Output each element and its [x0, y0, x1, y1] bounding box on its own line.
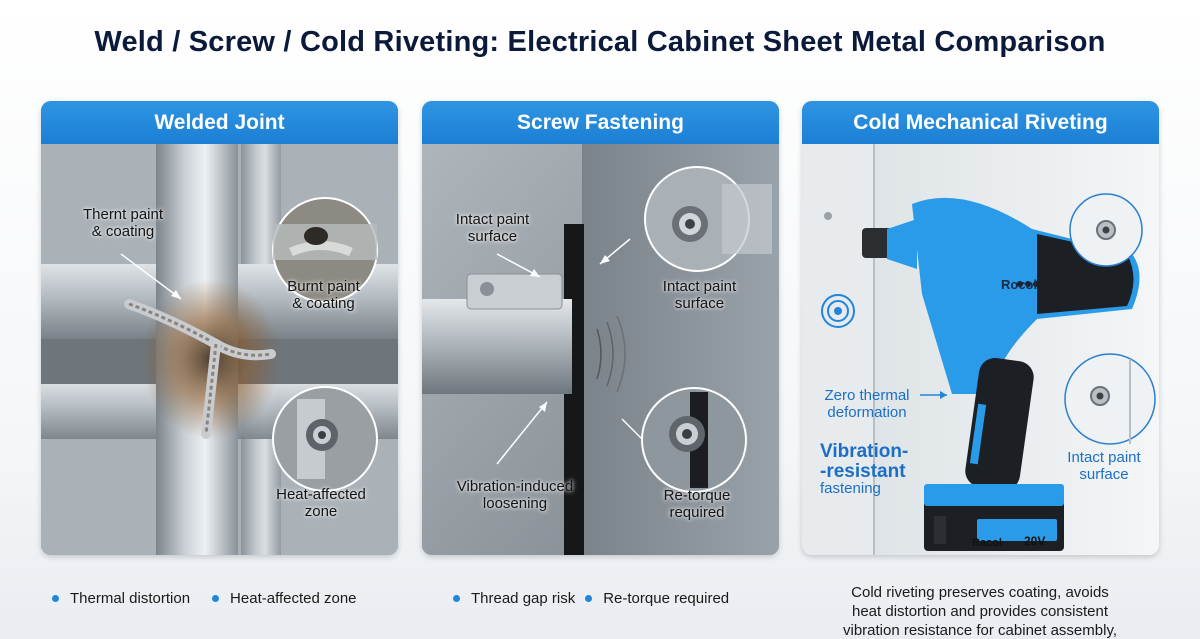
- intact-paint-right-label: Intact paint surface: [662, 278, 737, 312]
- vibration-resistant-label: Vibration- -resistant: [820, 441, 909, 482]
- burnt-coating-label: Thernt paint & coating: [82, 206, 164, 240]
- cold-riveting-image: Rocol Racol 20V Zero thermal deformation…: [802, 144, 1159, 555]
- bullet-dot-icon: [52, 595, 59, 602]
- tool-brand-label: Rocol: [1001, 277, 1038, 292]
- list-item: Thermal distortion: [52, 590, 190, 607]
- panel-header-welded: Welded Joint: [41, 101, 398, 144]
- fastening-label: fastening: [820, 480, 881, 497]
- bullet-text: Heat-affected zone: [230, 590, 357, 607]
- battery-brand-label: Racol: [972, 537, 1002, 549]
- welded-joint-panel: Welded Joint: [41, 101, 398, 555]
- heat-affected-zone-label: Heat-affected zone: [276, 486, 366, 520]
- retorque-label: Re-torque required: [663, 487, 731, 521]
- burnt-coating-callout-label: Burnt paint & coating: [287, 278, 360, 312]
- bullet-dot-icon: [453, 595, 460, 602]
- vibration-loosening-label: Vibration-induced loosening: [456, 478, 574, 512]
- cold-riveting-panel: Cold Mechanical Riveting: [802, 101, 1159, 555]
- battery-voltage-label: 20V: [1024, 534, 1046, 548]
- screw-bullets: Thread gap risk Re-torque required: [453, 590, 729, 607]
- panel-header-screw: Screw Fastening: [422, 101, 779, 144]
- bullet-text: Thermal distortion: [70, 590, 191, 607]
- bullet-dot-icon: [212, 595, 220, 602]
- page-title: Weld / Screw / Cold Riveting: Electrical…: [94, 26, 1106, 58]
- weld-bullets: Thermal distortion Heat-affected zone: [52, 590, 357, 607]
- intact-paint-left-label: Intact paint surface: [455, 211, 530, 245]
- screw-fastening-image: Intact paint surface Intact paint surfac…: [422, 144, 779, 555]
- welded-joint-illustration: [41, 144, 398, 555]
- list-item: Thread gap risk: [453, 590, 575, 607]
- panel-header-cold-riveting: Cold Mechanical Riveting: [802, 101, 1159, 144]
- bullet-text: Re-torque required: [603, 590, 730, 607]
- intact-paint-label: Intact paint surface: [1067, 449, 1141, 483]
- welded-joint-image: Thernt paint & coating Burnt paint & coa…: [41, 144, 398, 555]
- screw-fastening-panel: Screw Fastening: [422, 101, 779, 555]
- summary-text: Cold riveting preserves coating, avoids …: [842, 584, 1117, 639]
- screw-fastening-illustration: [422, 144, 779, 555]
- list-item: Heat-affected zone: [212, 590, 357, 607]
- rivet-tool-illustration: [802, 144, 1159, 555]
- zero-thermal-label: Zero thermal deformation: [824, 387, 910, 421]
- bullet-dot-icon: [585, 595, 593, 602]
- bullet-text: Thread gap risk: [471, 590, 576, 607]
- list-item: Re-torque required: [585, 590, 729, 607]
